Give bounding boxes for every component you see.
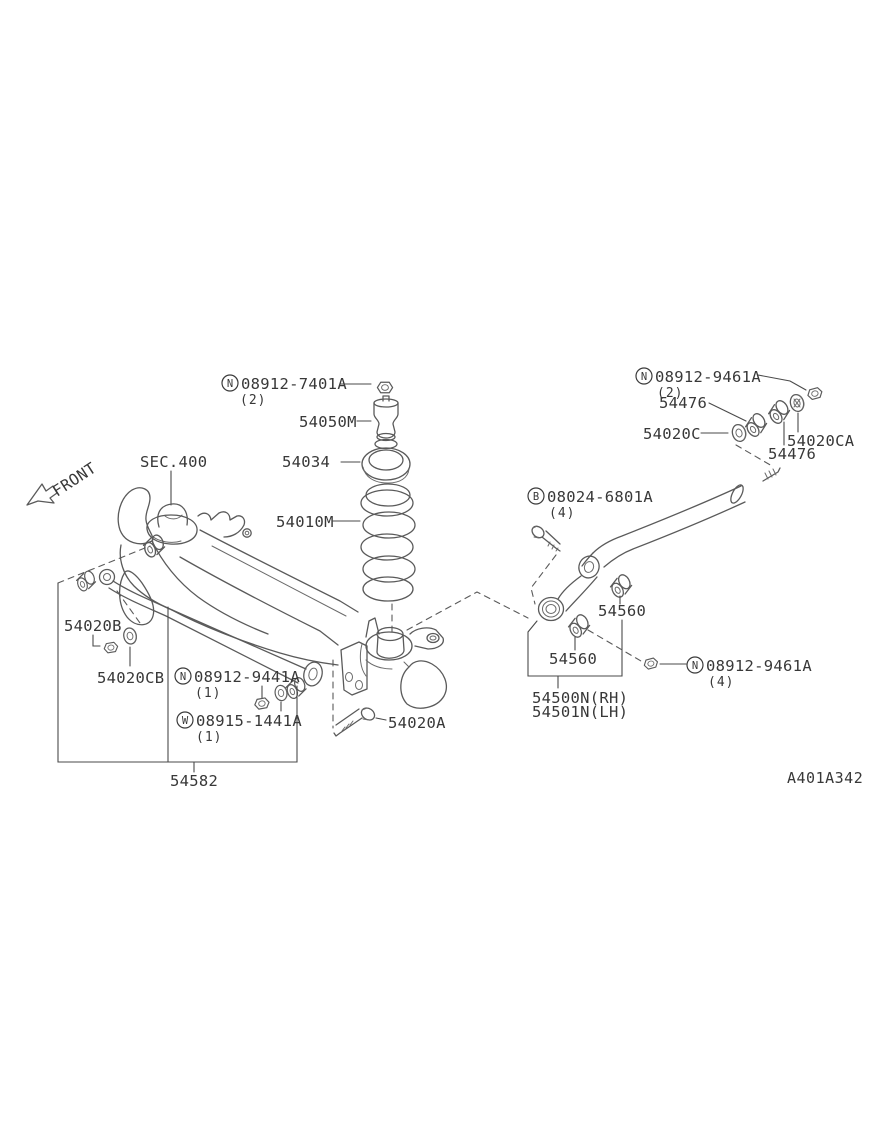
bolt-b-qty: (4) bbox=[549, 506, 575, 521]
54020ca-label: 54020CA bbox=[787, 432, 855, 450]
bushing-lower-callout: 54560 bbox=[549, 612, 597, 668]
prefix-circle-letter: N bbox=[641, 371, 647, 383]
rod-washer-qty: (1) bbox=[196, 730, 222, 745]
spring-seat-label: 54034 bbox=[282, 453, 330, 471]
washer-54476-a-callout: 54476 bbox=[659, 394, 771, 440]
bushing-upper-callout: 54560 bbox=[598, 572, 646, 620]
track-rod-end-bushing bbox=[73, 569, 99, 593]
top-nut-callout: N 08912-7401A (2) bbox=[221, 374, 394, 408]
washer-54020c-callout: 54020C bbox=[643, 422, 773, 467]
coil-spring-callout: 54010M bbox=[276, 483, 416, 637]
rod-nut-callout: N 08912-9441A (1) bbox=[174, 667, 300, 711]
54020a-label: 54020A bbox=[388, 714, 446, 732]
54560-upper-part bbox=[606, 572, 636, 600]
bracket-bolt-callout: 54020A bbox=[332, 659, 446, 737]
54500n-rh-label: 54500N(RH) bbox=[532, 689, 628, 707]
prefix-circle-letter: N bbox=[692, 660, 698, 672]
coil-spring-label: 54010M bbox=[276, 513, 334, 531]
9461-front-nut-part bbox=[806, 386, 824, 401]
nut-9461-front-callout: N 08912-9461A (2) bbox=[635, 367, 824, 401]
54020b-nut-part bbox=[102, 641, 119, 654]
top-nut-part bbox=[376, 381, 394, 394]
spring-seat-callout: 54034 bbox=[282, 447, 411, 484]
54560-lower-label: 54560 bbox=[549, 650, 597, 668]
54020c-label: 54020C bbox=[643, 425, 701, 443]
54476-a-label: 54476 bbox=[659, 394, 707, 412]
track-rod-bracket-box: 54582 bbox=[57, 582, 298, 790]
rod-nut-part-number: 08912-9441A bbox=[194, 668, 300, 686]
9461-front-part-number: 08912-9461A bbox=[655, 368, 761, 386]
54560-lower-part bbox=[564, 612, 594, 640]
sec400-label: SEC.400 bbox=[140, 453, 207, 471]
bolt-b-part-number: 08024-6801A bbox=[547, 488, 653, 506]
rod-nut-part bbox=[253, 696, 271, 711]
9461-rear-nut-part bbox=[642, 656, 660, 671]
54020b-label: 54020B bbox=[64, 617, 122, 635]
front-arrow-icon bbox=[26, 483, 58, 506]
rod-washer-callout: W 08915-1441A (1) bbox=[176, 683, 302, 745]
9461-rear-qty: (4) bbox=[708, 675, 734, 690]
rod-nut-qty: (1) bbox=[195, 686, 221, 701]
diagram-code: A401A342 bbox=[787, 769, 863, 787]
front-label: FRONT bbox=[49, 459, 99, 500]
prefix-circle-letter: N bbox=[227, 378, 233, 390]
washer-54476-b-callout: 54476 bbox=[764, 397, 816, 463]
front-direction-indicator: FRONT bbox=[26, 459, 100, 506]
prefix-circle-letter: N bbox=[180, 671, 186, 683]
prefix-circle-letter: W bbox=[182, 715, 189, 727]
9461-front-qty: (2) bbox=[657, 386, 683, 401]
54020cb-washer-part bbox=[121, 626, 139, 646]
9461-rear-part-number: 08912-9461A bbox=[706, 657, 812, 675]
54476-b-label: 54476 bbox=[768, 445, 816, 463]
54020cb-label: 54020CB bbox=[97, 669, 164, 687]
bolt-b-callout: B 08024-6801A (4) bbox=[527, 487, 653, 605]
axle-nut-b-callout: 54020B bbox=[64, 617, 122, 654]
bump-stop-callout: 54050M bbox=[299, 395, 399, 450]
54501n-lh-label: 54501N(LH) bbox=[532, 703, 628, 721]
54020c-washer-part bbox=[729, 422, 749, 444]
axle-washer-cb-callout: 54020CB bbox=[97, 626, 164, 687]
tension-rod-drawing bbox=[537, 467, 781, 622]
section-400-callout: SEC.400 bbox=[140, 453, 207, 506]
rod-washer-part-number: 08915-1441A bbox=[196, 712, 302, 730]
bump-stop-label: 54050M bbox=[299, 413, 357, 431]
54476-b-part bbox=[764, 397, 794, 427]
top-nut-qty: (2) bbox=[240, 393, 266, 408]
nut-9461-rear-callout: N 08912-9461A (4) bbox=[587, 629, 812, 690]
54582-label: 54582 bbox=[170, 772, 218, 790]
washer-54020ca-callout: 54020CA bbox=[787, 392, 855, 450]
knuckle-drawing bbox=[340, 617, 447, 709]
top-nut-part-number: 08912-7401A bbox=[241, 375, 347, 393]
54560-upper-label: 54560 bbox=[598, 602, 646, 620]
tension-rod-bracket-box: 54500N(RH) 54501N(LH) bbox=[406, 591, 628, 721]
prefix-circle-letter: B bbox=[533, 491, 539, 503]
track-rod-drawing bbox=[57, 545, 323, 701]
